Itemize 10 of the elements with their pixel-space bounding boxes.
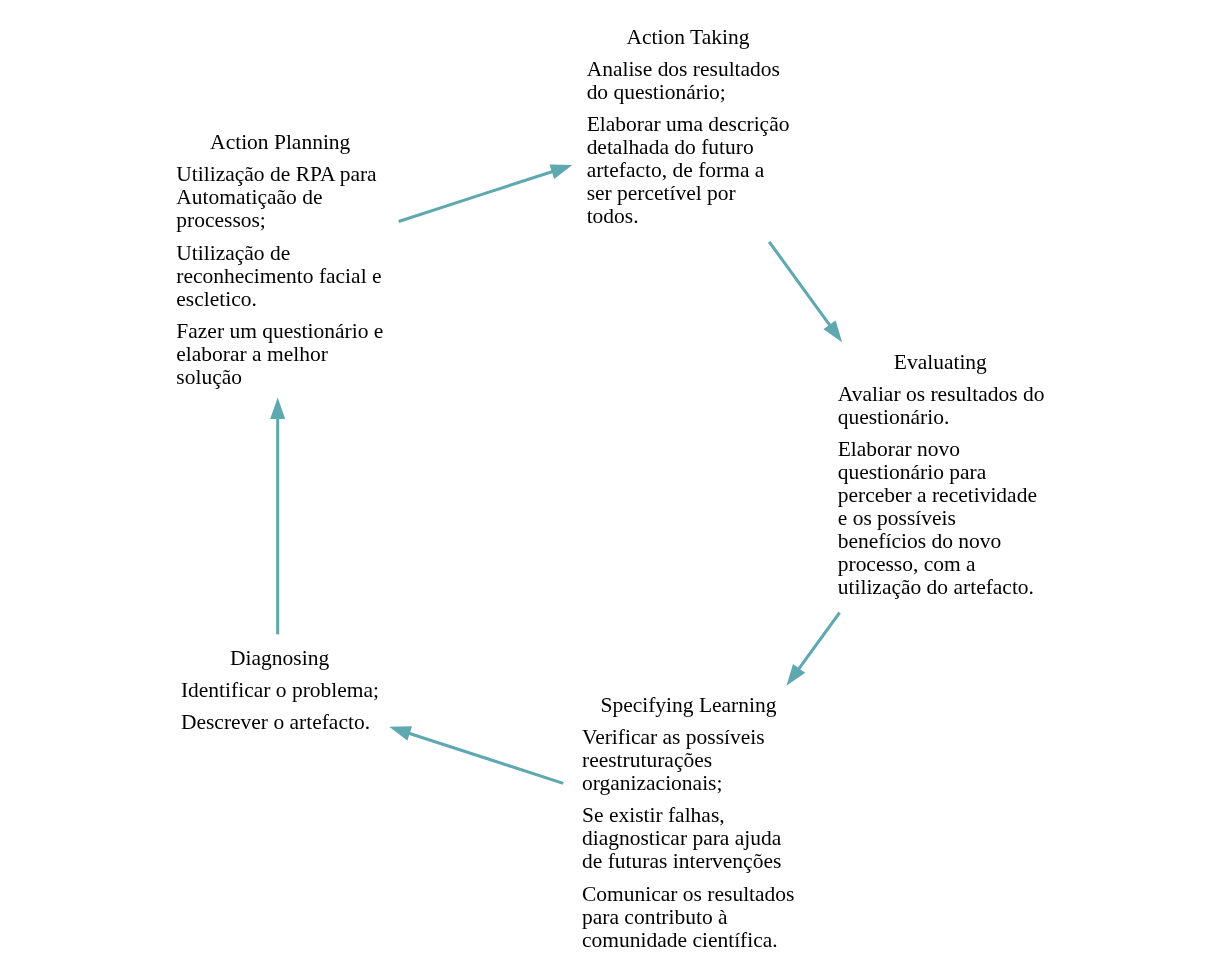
arrow <box>786 611 841 686</box>
arrow <box>767 240 843 343</box>
node-text: Action Taking Analise dos resultados do questionário; Elaborar uma descrição detalhada do futuro artefacto, de forma a ser percetível por todos. <box>586 24 790 229</box>
arrow <box>389 726 564 785</box>
node-text: Diagnosing Identificar o problema; Descrever o artefacto. <box>180 645 380 735</box>
node-text: Specifying Learning Verificar as possíveis reestruturações organizacionais; Se existir falhas, diagnosticar para ajuda de futuras intervenções Comunicar os resultados para contributo à comunidade científica. <box>582 692 795 952</box>
arrow <box>398 164 573 223</box>
node-text: Action Planning Utilização de RPA para Automatiçaão de processos; Utilização de reconhecimento facial e escletico. Fazer um questionário e elaborar a melhor solução <box>176 130 384 389</box>
arrow <box>270 397 286 635</box>
node-text: Evaluating Avaliar os resultados do questionário. Elaborar novo questionário para perceber a recetividade e os possíveis benefícios do novo processo, com a utilização do artefacto. <box>837 349 1045 600</box>
